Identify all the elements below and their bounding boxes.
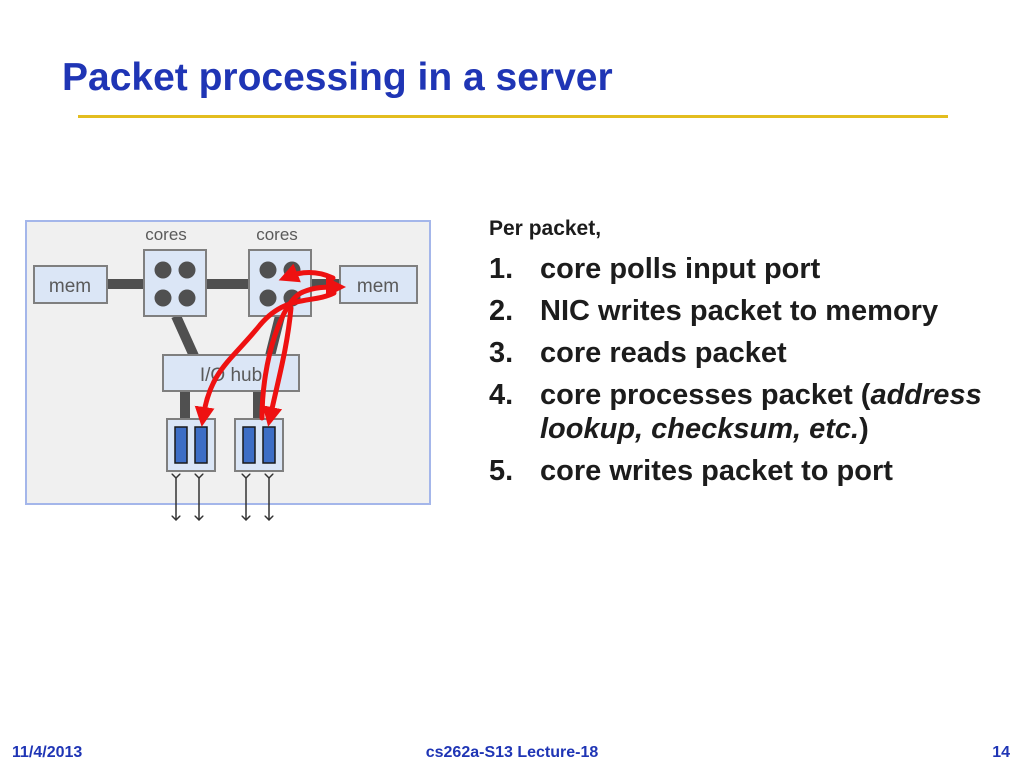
step-text-emphasis: address lookup, checksum, etc. [540,379,982,445]
flow-arrow-mem-to-core [278,263,336,283]
core-dot [154,289,172,307]
step-text: core polls input port [540,253,821,285]
list-item: 2. NIC writes packet to memory [489,294,989,328]
cpu-left [143,249,207,317]
core-dot [259,261,277,279]
step-text-close: ) [859,413,869,445]
memory-right: mem [339,265,418,304]
step-text: core reads packet [540,337,787,369]
step-number: 4. [489,379,514,411]
footer-course: cs262a-S13 Lecture-18 [425,744,599,761]
step-number: 3. [489,337,514,369]
list-item: 3. core reads packet [489,336,989,370]
memory-left: mem [33,265,108,304]
network-links [176,478,269,520]
core-dot [178,261,196,279]
list-item: 4. core processes packet (address lookup… [489,378,989,446]
steps-intro: Per packet, [489,217,602,240]
core-dot [259,289,277,307]
flow-arrow-mem-to-left-nic [194,290,337,427]
footer-date: 11/4/2013 [12,744,83,761]
nic-port [242,426,256,464]
step-text: core writes packet to port [540,455,893,487]
bus-cores-left-hub [171,313,199,359]
processing-steps-list: 1. core polls input port 2. NIC writes p… [489,252,989,496]
nic-port [194,426,208,464]
cores-right-label: cores [256,225,298,244]
flow-arrow-core-to-right-nic [262,305,294,427]
step-number: 5. [489,455,514,487]
mem-right-label: mem [357,276,399,297]
slide-title: Packet processing in a server [62,56,613,99]
cores-left-label: cores [145,225,187,244]
title-underline [78,115,948,118]
mem-left-label: mem [49,276,91,297]
step-number: 1. [489,253,514,285]
flow-arrow-nic-to-mem [259,277,346,421]
nic-right [234,418,284,472]
core-dot [154,261,172,279]
packet-flow-arrows [194,263,346,427]
step-text: core processes packet (address lookup, c… [540,378,989,446]
step-text-main: core processes packet ( [540,379,871,411]
list-item: 5. core writes packet to port [489,454,989,488]
footer-page-number: 14 [992,744,1010,761]
nic-port [262,426,276,464]
nic-port [174,426,188,464]
nic-left [166,418,216,472]
list-item: 1. core polls input port [489,252,989,286]
step-number: 2. [489,295,514,327]
step-text: NIC writes packet to memory [540,295,939,327]
io-hub-label: I/O hub [200,365,262,386]
core-dot [178,289,196,307]
